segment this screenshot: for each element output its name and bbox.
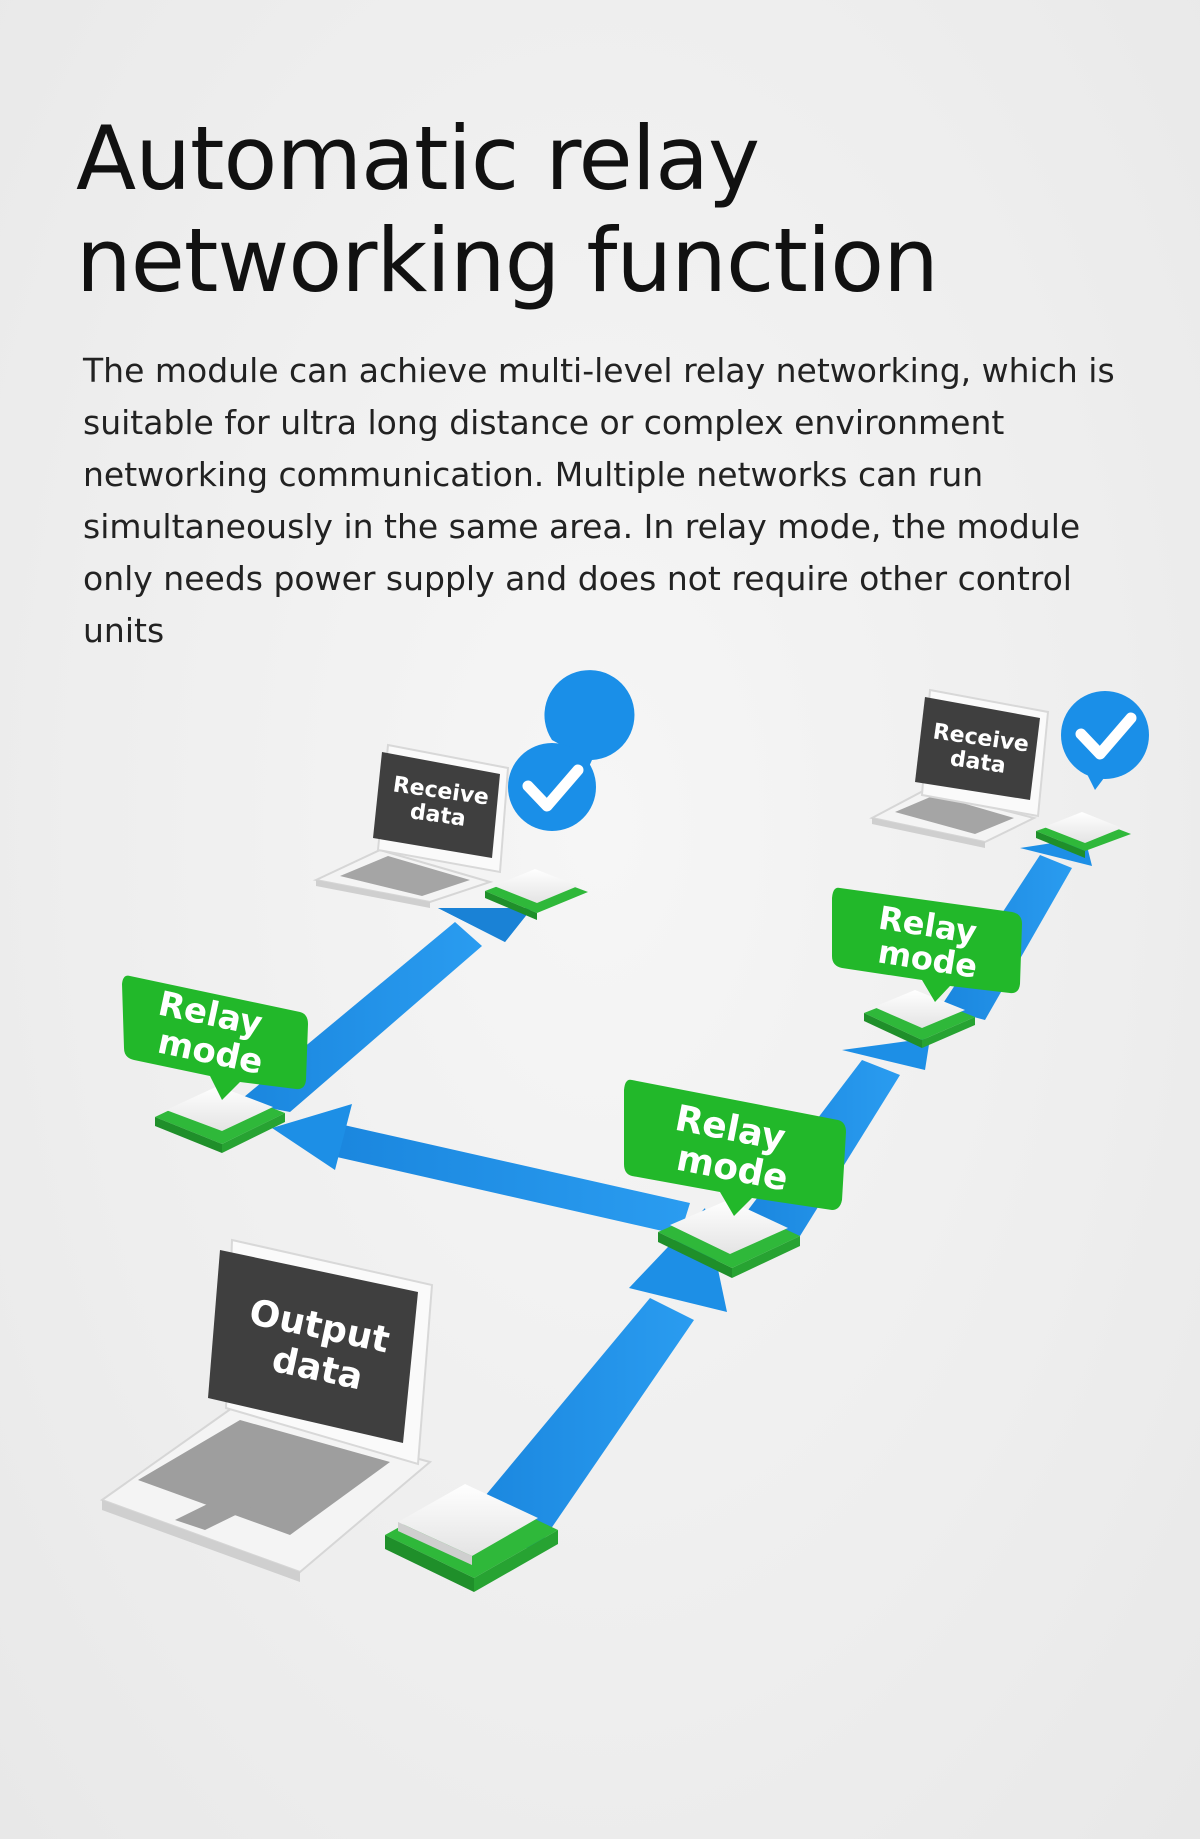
description-text: The module can achieve multi-level relay… [83,351,1115,650]
relay-callout-upper-right: Relay mode [832,887,1022,1002]
title-line-1: Automatic relay [76,107,760,210]
laptop-source: Output data [99,1238,434,1582]
laptop-screen [373,752,500,858]
laptop-keyboard [138,1420,390,1535]
arrow-center-to-left [272,1104,690,1235]
relay-callout-left: Relay mode [122,975,308,1100]
rf-module-upper-right [864,990,975,1048]
laptop-receiver-left: Receive data [312,743,510,908]
laptop-keyboard [340,856,470,896]
laptop-screen [915,697,1040,800]
laptop-screen [208,1250,418,1443]
laptop-receiver-right: Receive data [869,688,1050,848]
rf-module-source [385,1484,558,1592]
arrow-source-to-center [465,1208,727,1552]
laptop-keyboard [895,795,1014,834]
check-badge-icon [1061,691,1149,790]
rf-module-receiver-right [1036,812,1131,858]
page-title: Automatic relay networking function [76,108,1126,312]
rf-module-receiver-left [485,869,588,920]
check-badge-icon [508,670,635,831]
title-line-2: networking function [76,209,939,312]
rf-module-left [155,1086,285,1153]
relay-callout-center: Relay mode [624,1079,846,1216]
rf-module-center [658,1200,800,1278]
